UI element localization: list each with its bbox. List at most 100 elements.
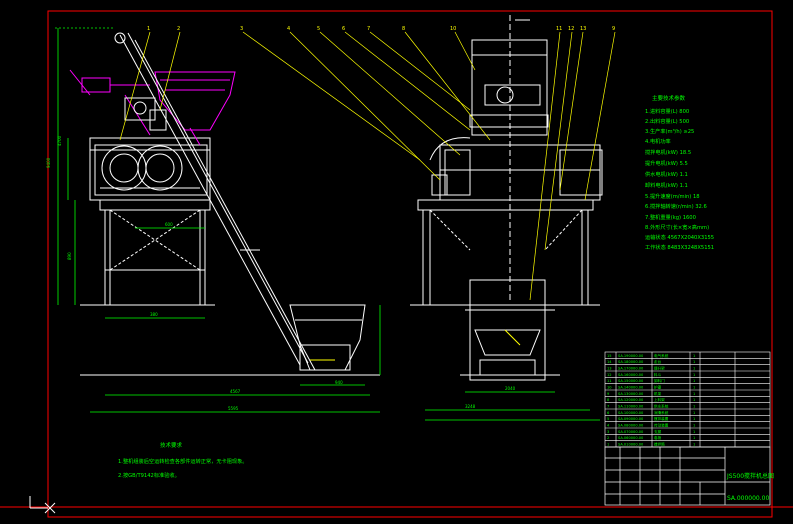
- discharge-pit: [460, 279, 560, 381]
- front-dimension-lines: [425, 391, 600, 421]
- parts-cell: SA.150000.00: [618, 379, 644, 383]
- parts-cell: 4: [607, 423, 610, 427]
- side-dimension-lines: [55, 27, 381, 413]
- parts-cell: 润滑系统: [654, 410, 669, 415]
- parts-cell: 机架: [654, 391, 662, 396]
- parts-cell: 3: [607, 430, 609, 434]
- title-block: [604, 446, 771, 506]
- parts-cell: 1: [693, 379, 695, 383]
- balloon: 2: [177, 26, 180, 32]
- dim-label: 5595: [228, 406, 239, 411]
- parts-cell: 搅拌装置: [654, 416, 669, 421]
- hoist-track: [114, 32, 316, 371]
- parts-cell: 6: [607, 411, 610, 415]
- parts-cell: 1: [693, 360, 695, 364]
- notes-line: 2.按GB/T9142标准验收。: [118, 471, 180, 479]
- front-legs: [410, 199, 600, 306]
- tech-spec-heading: 主要技术参数: [652, 94, 686, 102]
- tech-spec-line: 7.整机重量(kg) 1600: [645, 213, 696, 221]
- parts-cell: SA.160000.00: [618, 373, 644, 377]
- tech-spec-line: 1.进料容量(L) 800: [645, 107, 689, 115]
- parts-cell: 料斗: [654, 372, 662, 377]
- tech-spec-line: 4.电机功率: [645, 137, 671, 145]
- outer-frame: [47, 10, 773, 518]
- parts-cell: 卸料门: [654, 378, 665, 383]
- parts-cell: 上料架: [654, 397, 665, 402]
- tech-spec-line: 供水电机(kW) 1.1: [645, 170, 688, 178]
- balloon: 5: [317, 26, 320, 32]
- dim-label: 2040: [505, 386, 516, 391]
- parts-cell: SA.120000.00: [618, 398, 644, 402]
- parts-cell: 1: [693, 373, 695, 377]
- balloon: 10: [450, 26, 456, 32]
- side-dimension-labels: 9400 4700 890 380 600 940 4567 5595: [46, 135, 343, 411]
- tech-spec-line: 搅拌电机(kW) 18.5: [645, 148, 691, 156]
- balloon: 12: [568, 26, 574, 32]
- front-dimension-labels: 2040 3248: [465, 386, 516, 409]
- parts-cell: 9: [607, 392, 610, 396]
- notes-block: 技术要求 1.整机组装后空运转检查各部件运转正常，无卡阻现象。 2.按GB/T9…: [118, 441, 247, 479]
- origin-marker-icon: [29, 496, 56, 514]
- parts-cell: 12: [607, 373, 612, 377]
- side-view-legs: [80, 199, 215, 306]
- parts-cell: SA.010000.00: [618, 442, 644, 446]
- notes-line: 1.整机组装后空运转检查各部件运转正常，无卡阻现象。: [118, 457, 247, 465]
- tech-spec-line: 卸料电机(kW) 1.1: [645, 181, 688, 189]
- balloon: 13: [580, 26, 586, 32]
- parts-cell: 供水系统: [654, 403, 669, 408]
- parts-cell: 1: [693, 411, 695, 415]
- parts-cell: SA.100000.00: [618, 411, 644, 415]
- notes-heading: 技术要求: [160, 441, 183, 449]
- parts-cell: 护罩: [654, 384, 662, 389]
- drawing-number: SA.000000.00: [727, 495, 769, 502]
- balloon: 11: [556, 26, 562, 32]
- dim-label: 3248: [465, 404, 476, 409]
- balloon: 4: [287, 26, 290, 32]
- parts-cell: 1: [693, 423, 695, 427]
- leader-lines: [119, 31, 616, 301]
- parts-cell: 1: [693, 392, 695, 396]
- skip-hopper: [69, 69, 236, 146]
- balloon: 6: [342, 26, 345, 32]
- top-winch: [469, 15, 549, 300]
- parts-cell: SA.170000.00: [618, 366, 644, 370]
- parts-cell: 5: [607, 417, 609, 421]
- side-motor: [124, 97, 167, 131]
- balloon: 8: [402, 26, 405, 32]
- side-view: 9400 4700 890 380 600 940 4567 5595: [46, 27, 381, 413]
- parts-cell: 7: [607, 404, 609, 408]
- tech-spec-line: 5.提升速度(m/min) 18: [645, 192, 700, 200]
- parts-cell: SA.130000.00: [618, 392, 644, 396]
- parts-cell: SA.110000.00: [618, 404, 644, 408]
- parts-cell: 1: [693, 385, 695, 389]
- parts-list-table: [604, 351, 771, 448]
- front-view: 2040 3248: [410, 15, 603, 421]
- parts-cell: 走台: [654, 359, 662, 364]
- tech-spec-line: 8.外形尺寸(长×宽×高mm): [645, 223, 709, 231]
- parts-cell: SA.140000.00: [618, 385, 644, 389]
- parts-cell: 电气系统: [654, 353, 669, 358]
- parts-cell: SA.190000.00: [618, 354, 644, 358]
- balloon: 9: [612, 26, 615, 32]
- dim-label: 4700: [57, 135, 62, 146]
- dim-label: 890: [67, 252, 72, 260]
- dim-label: 600: [165, 222, 173, 227]
- lower-skip: [289, 304, 366, 371]
- balloon-labels: 1 2 3 4 5 6 7 8 10 11 12 13 9: [147, 26, 615, 32]
- tech-spec-line: 2.出料容量(L) 500: [645, 117, 689, 125]
- parts-cell: 14: [607, 360, 612, 364]
- drawing-title: JS500搅拌机总图: [726, 472, 774, 480]
- parts-cell: SA.070000.00: [618, 430, 644, 434]
- tech-spec-line: 提升电机(kW) 5.5: [645, 159, 688, 167]
- tech-spec-line: 运输状态 4567X2040X3155: [645, 233, 714, 241]
- parts-cell: SA.060000.00: [618, 436, 644, 440]
- parts-cell: 1: [693, 436, 695, 440]
- tech-spec-line: 3.生产率(m³/h) ≥25: [645, 127, 694, 135]
- parts-cell: 1: [693, 366, 695, 370]
- tech-spec-line: 6.搅拌轴转速(r/min) 32.6: [645, 202, 707, 210]
- parts-cell: 1: [693, 442, 695, 446]
- parts-cell: 10: [607, 385, 612, 389]
- balloon: 1: [147, 26, 150, 32]
- parts-cell: 1: [693, 417, 695, 421]
- dim-label: 940: [335, 380, 343, 385]
